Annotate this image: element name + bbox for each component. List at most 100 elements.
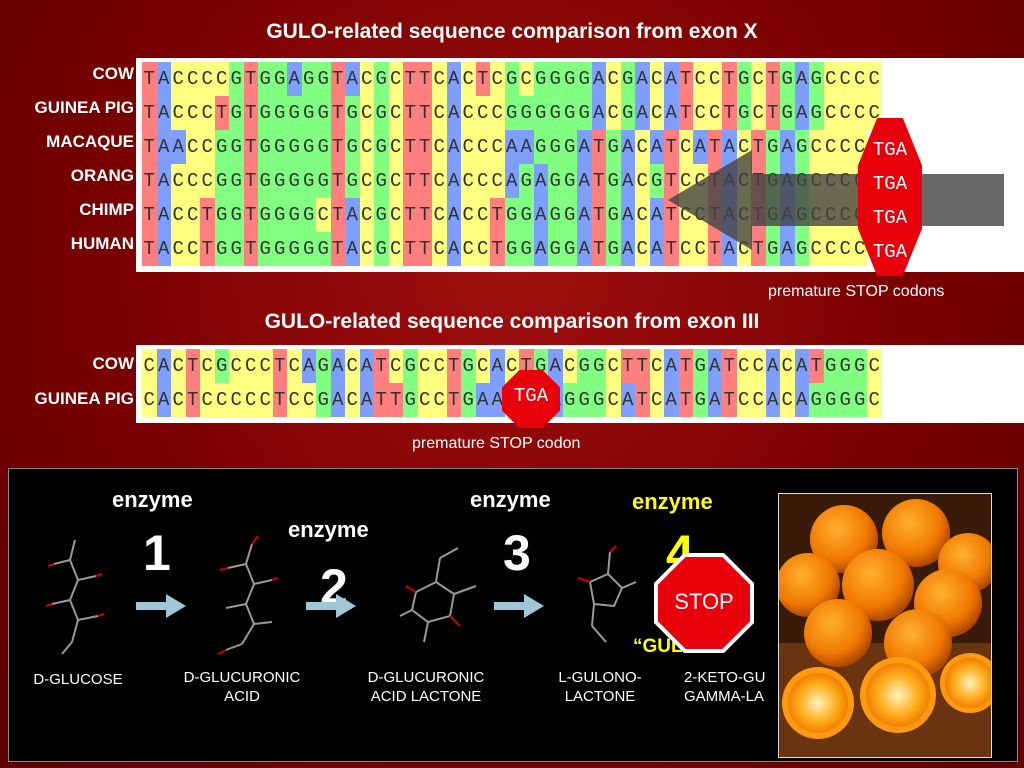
nucleotide: C: [461, 164, 476, 198]
reaction-arrow-icon: [494, 594, 544, 618]
nucleotide: C: [388, 164, 403, 198]
nucleotide: T: [620, 349, 635, 383]
nucleotide: T: [678, 96, 693, 130]
nucleotide: G: [258, 62, 273, 96]
nucleotide: C: [635, 232, 650, 266]
nucleotide: C: [258, 349, 273, 383]
nucleotide: A: [345, 198, 360, 232]
nucleotide: C: [432, 383, 447, 417]
nucleotide: C: [649, 383, 664, 417]
nucleotide: A: [794, 349, 809, 383]
nucleotide: C: [432, 62, 447, 96]
nucleotide: A: [577, 130, 592, 164]
nucleotide: C: [287, 349, 302, 383]
nucleotide: A: [533, 198, 548, 232]
nucleotide: G: [214, 164, 229, 198]
nucleotide: A: [664, 96, 679, 130]
nucleotide: T: [664, 164, 679, 198]
nucleotide: G: [374, 198, 389, 232]
nucleotide: C: [809, 232, 824, 266]
nucleotide: C: [432, 164, 447, 198]
nucleotide: G: [765, 130, 780, 164]
species-label-orang: ORANG: [70, 166, 134, 185]
nucleotide: C: [359, 198, 374, 232]
nucleotide: C: [243, 349, 258, 383]
nucleotide: T: [243, 62, 258, 96]
nucleotide: G: [214, 349, 229, 383]
nucleotide: G: [287, 96, 302, 130]
glucose-molecule-icon: [45, 539, 105, 655]
nucleotide: C: [388, 232, 403, 266]
nucleotide: G: [345, 164, 360, 198]
nucleotide: C: [301, 383, 316, 417]
nucleotide: G: [780, 62, 795, 96]
nucleotide: G: [823, 349, 838, 383]
nucleotide: G: [852, 383, 867, 417]
nucleotide: C: [461, 198, 476, 232]
nucleotide: T: [330, 96, 345, 130]
nucleotide: C: [780, 383, 795, 417]
nucleotide: T: [664, 130, 679, 164]
nucleotide: G: [548, 232, 563, 266]
nucleotide: G: [229, 130, 244, 164]
nucleotide: G: [504, 198, 519, 232]
glucuronic-lactone-molecule-icon: [399, 547, 477, 643]
nucleotide: T: [635, 349, 650, 383]
nucleotide: C: [475, 130, 490, 164]
nucleotide: T: [475, 62, 490, 96]
nucleotide: C: [200, 130, 215, 164]
species-label-cow: COW: [92, 64, 134, 83]
nucleotide: C: [388, 349, 403, 383]
nucleotide: T: [765, 96, 780, 130]
nucleotide: G: [533, 62, 548, 96]
nucleotide: T: [330, 164, 345, 198]
nucleotide: T: [707, 232, 722, 266]
nucleotide: A: [156, 198, 171, 232]
nucleotide: C: [432, 96, 447, 130]
nucleotide: C: [432, 198, 447, 232]
nucleotide: A: [577, 232, 592, 266]
nucleotide: G: [374, 232, 389, 266]
nucleotide: C: [359, 164, 374, 198]
nucleotide: T: [142, 130, 157, 164]
nucleotide: G: [577, 383, 592, 417]
nucleotide: G: [577, 349, 592, 383]
nucleotide: C: [736, 383, 751, 417]
enzyme-1-label: enzyme: [112, 487, 193, 512]
enzyme-3-label: enzyme: [470, 487, 551, 512]
nucleotide: G: [214, 198, 229, 232]
nucleotide: C: [751, 96, 766, 130]
nucleotide: C: [432, 130, 447, 164]
nucleotide: G: [794, 130, 809, 164]
nucleotide: C: [171, 349, 186, 383]
nucleotide: G: [272, 96, 287, 130]
nucleotide: C: [359, 96, 374, 130]
nucleotide: T: [142, 62, 157, 96]
nucleotide: C: [678, 232, 693, 266]
nucleotide: C: [823, 130, 838, 164]
nucleotide: G: [316, 164, 331, 198]
nucleotide: G: [548, 96, 563, 130]
nucleotide: T: [243, 232, 258, 266]
stop-codons-caption: premature STOP codons: [768, 283, 945, 300]
nucleotide: G: [374, 62, 389, 96]
compound-l-gulonolactone: L-GULONO-LACTONE: [558, 669, 642, 705]
nucleotide: G: [301, 164, 316, 198]
nucleotide: T: [330, 130, 345, 164]
nucleotide: A: [577, 164, 592, 198]
nucleotide: T: [374, 349, 389, 383]
nucleotide: T: [330, 62, 345, 96]
nucleotide: C: [519, 62, 534, 96]
species-label-guinea-pig-exon-iii: GUINEA PIG: [34, 389, 135, 408]
nucleotide: C: [838, 96, 853, 130]
nucleotide: A: [722, 130, 737, 164]
nucleotide: A: [490, 383, 505, 417]
nucleotide: C: [142, 349, 157, 383]
nucleotide: G: [301, 232, 316, 266]
nucleotide: G: [374, 96, 389, 130]
nucleotide: C: [649, 96, 664, 130]
nucleotide: A: [620, 198, 635, 232]
nucleotide: G: [562, 383, 577, 417]
nucleotide: G: [693, 383, 708, 417]
